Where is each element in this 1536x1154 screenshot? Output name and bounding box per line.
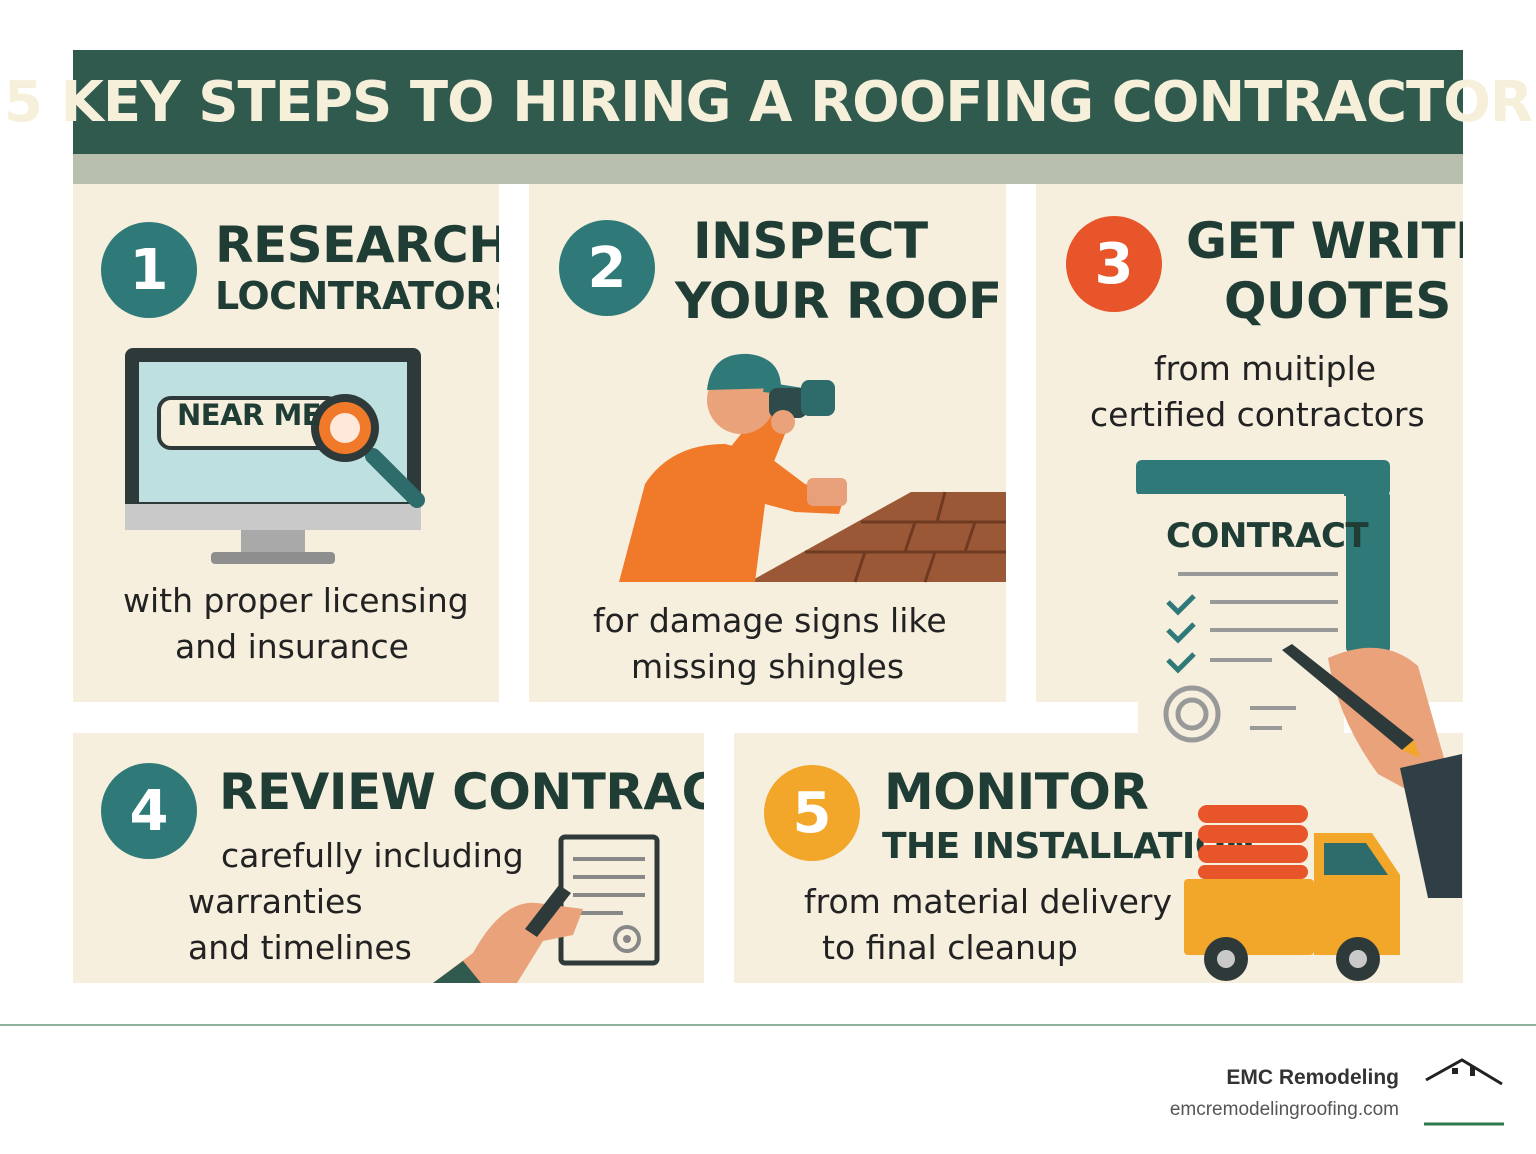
step-3-desc-line2: certified contractors — [1090, 395, 1425, 434]
footer-website: emcremodelingroofing.com — [1169, 1099, 1399, 1120]
step-2-heading-line1: INSPECT — [693, 212, 928, 270]
step-2-desc-line2: missing shingles — [631, 647, 905, 686]
step-5-desc-line1: from material delivery — [804, 882, 1173, 921]
step-3-heading-line2: QUOTES — [1224, 272, 1451, 330]
step-1-desc-line1: with proper licensing — [123, 581, 469, 620]
step-2-heading-line2: YOUR ROOF — [675, 272, 1002, 330]
house-roof-icon — [1424, 1058, 1504, 1126]
binoculars-inspector-icon — [619, 353, 1006, 583]
step-5-panel: 5 MONITOR THE INSTALLATION from material… — [734, 733, 1463, 983]
footer-divider — [0, 1024, 1536, 1026]
page-title: 5 KEY STEPS TO HIRING A ROOFING CONTRACT… — [4, 69, 1533, 135]
step-2-panel: 2 INSPECT YOUR ROOF for damage signs lik… — [529, 184, 1006, 702]
step-3-desc-line1: from muitiple — [1154, 349, 1377, 388]
step-4-heading-line1: REVIEW CONTRACTS — [219, 763, 704, 821]
step-1-number: 1 — [101, 222, 197, 318]
step-2-number: 2 — [559, 220, 655, 316]
contract-checklist-icon — [1136, 460, 1462, 898]
banner-strip — [73, 154, 1463, 184]
search-near-me-label: NEAR ME — [177, 398, 322, 432]
step-1-heading-line2: LOCNTRATORS — [215, 274, 499, 318]
step-4-desc-line3: and timelines — [188, 928, 412, 967]
step-3-heading-line1: GET WRITE — [1186, 212, 1463, 270]
step-4-panel: 4 REVIEW CONTRACTS carefully including w… — [73, 733, 704, 983]
step-1-panel: 1 RESEARCH LOCNTRATORS NEAR ME with prop… — [73, 184, 499, 702]
step-4-desc-line2: warranties — [188, 882, 363, 921]
step-2-desc-line1: for damage signs like — [593, 601, 947, 640]
step-4-desc-line1: carefully including — [221, 836, 524, 875]
step-5-heading-line2: THE INSTALLATION — [882, 826, 1255, 867]
document-signing-icon — [433, 834, 660, 983]
title-banner: 5 KEY STEPS TO HIRING A ROOFING CONTRACT… — [4, 50, 1533, 154]
footer-company-name: EMC Remodeling — [1226, 1066, 1399, 1089]
emc-logo — [1422, 1058, 1504, 1128]
step-5-desc-line2: to final cleanup — [822, 928, 1078, 967]
delivery-truck-icon — [1184, 805, 1400, 981]
computer-search-icon — [125, 348, 425, 564]
contract-label: CONTRACT — [1166, 516, 1369, 556]
step-5-heading-line1: MONITOR — [884, 763, 1149, 821]
step-3-number: 3 — [1066, 216, 1162, 312]
step-1-desc-line2: and insurance — [175, 627, 409, 666]
step-1-heading-line1: RESEARCH — [215, 216, 499, 274]
step-4-number: 4 — [101, 763, 197, 859]
step-5-number: 5 — [764, 765, 860, 861]
